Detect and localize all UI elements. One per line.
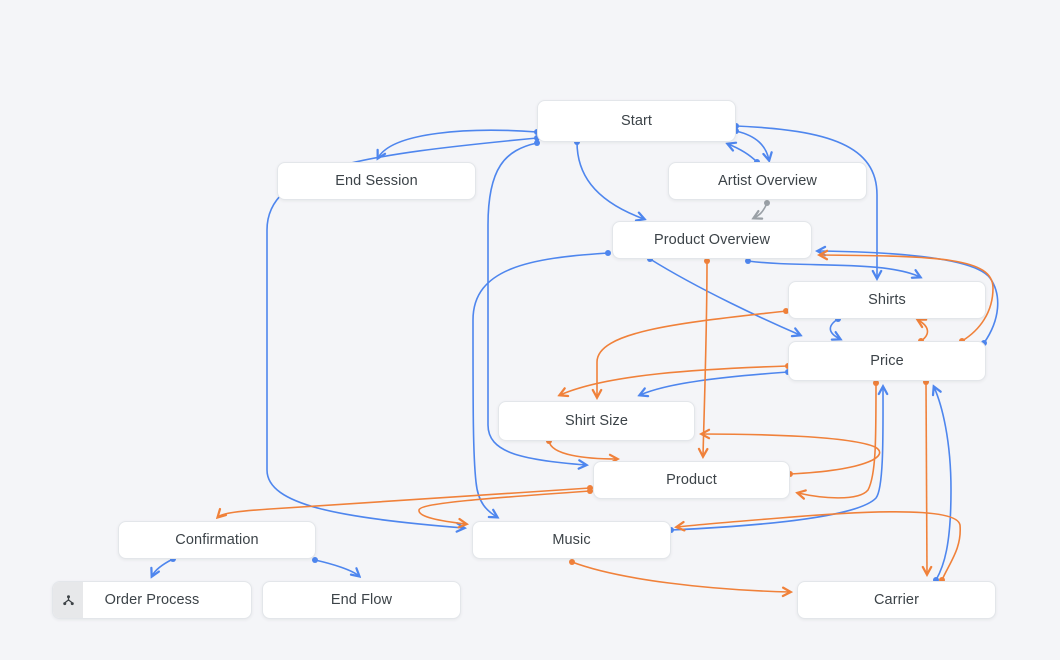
edge-source-dot (534, 140, 540, 146)
node-label: Confirmation (175, 532, 259, 548)
edge-product-overview-to-music (472, 252, 609, 517)
edge-product-to-shirt-size (702, 434, 881, 475)
node-label: End Session (335, 173, 418, 189)
edge-music-to-carrier (571, 561, 790, 592)
edge-product-overview-to-price (649, 258, 800, 335)
node-label: Order Process (104, 592, 200, 608)
edge-source-dot (783, 308, 789, 314)
edge-start-to-product-overview (576, 141, 644, 219)
node-carrier[interactable]: Carrier (797, 581, 996, 619)
node-price[interactable]: Price (788, 341, 986, 381)
edge-source-dot (745, 258, 751, 264)
edge-carrier-to-music (677, 510, 961, 581)
node-label: Start (620, 113, 653, 129)
edge-price-to-carrier (926, 381, 927, 574)
edge-price-to-product (798, 382, 877, 498)
flow-icon (53, 582, 83, 618)
node-label: End Flow (330, 592, 393, 608)
edge-carrier-to-price (934, 387, 952, 581)
node-label: Artist Overview (718, 173, 817, 189)
node-start[interactable]: Start (537, 100, 736, 142)
node-label: Shirt Size (564, 413, 629, 429)
edge-source-dot (764, 200, 770, 206)
node-music[interactable]: Music (472, 521, 671, 559)
edge-shirt-size-to-product (548, 440, 617, 459)
node-label: Shirts (868, 292, 906, 308)
edge-source-dot (704, 258, 710, 264)
edge-product-overview-to-product (703, 260, 707, 456)
edge-product-to-confirmation (218, 487, 591, 517)
node-product[interactable]: Product (593, 461, 790, 499)
edge-source-dot (873, 380, 879, 386)
edge-source-dot (605, 250, 611, 256)
node-label: Price (870, 353, 904, 369)
edge-price-to-shirt-size (560, 365, 789, 395)
edge-artist-overview-to-start (728, 144, 758, 163)
edge-confirmation-to-order-process (152, 558, 174, 576)
node-order-process[interactable]: Order Process (52, 581, 252, 619)
node-confirmation[interactable]: Confirmation (118, 521, 316, 559)
edge-shirts-to-shirt-size (597, 310, 787, 397)
edge-product-to-music (418, 490, 591, 524)
edge-source-dot (312, 557, 318, 563)
node-label: Product Overview (653, 232, 771, 248)
edge-price-to-shirt-size (640, 371, 789, 395)
node-shirts[interactable]: Shirts (788, 281, 986, 319)
edge-source-dot (569, 559, 575, 565)
edge-start-to-artist-overview (735, 130, 769, 160)
edge-price-to-product-overview (820, 255, 994, 342)
node-label: Carrier (873, 592, 919, 608)
node-end-session[interactable]: End Session (277, 162, 476, 200)
node-artist-overview[interactable]: Artist Overview (668, 162, 867, 200)
edge-shirts-to-price (829, 318, 840, 339)
edge-music-to-price (670, 387, 883, 531)
node-product-overview[interactable]: Product Overview (612, 221, 812, 259)
edge-confirmation-to-end-flow (314, 559, 359, 576)
node-end-flow[interactable]: End Flow (262, 581, 461, 619)
edge-source-dot (587, 488, 593, 494)
edge-price-to-product-overview (818, 251, 999, 344)
node-label: Product (666, 472, 717, 488)
node-shirt-size[interactable]: Shirt Size (498, 401, 695, 441)
edge-price-to-shirts (918, 320, 929, 342)
edge-start-to-product (487, 142, 586, 465)
edge-product-overview-to-shirts (747, 260, 920, 277)
edge-start-to-end-session (378, 129, 538, 158)
node-label: Music (552, 532, 591, 548)
